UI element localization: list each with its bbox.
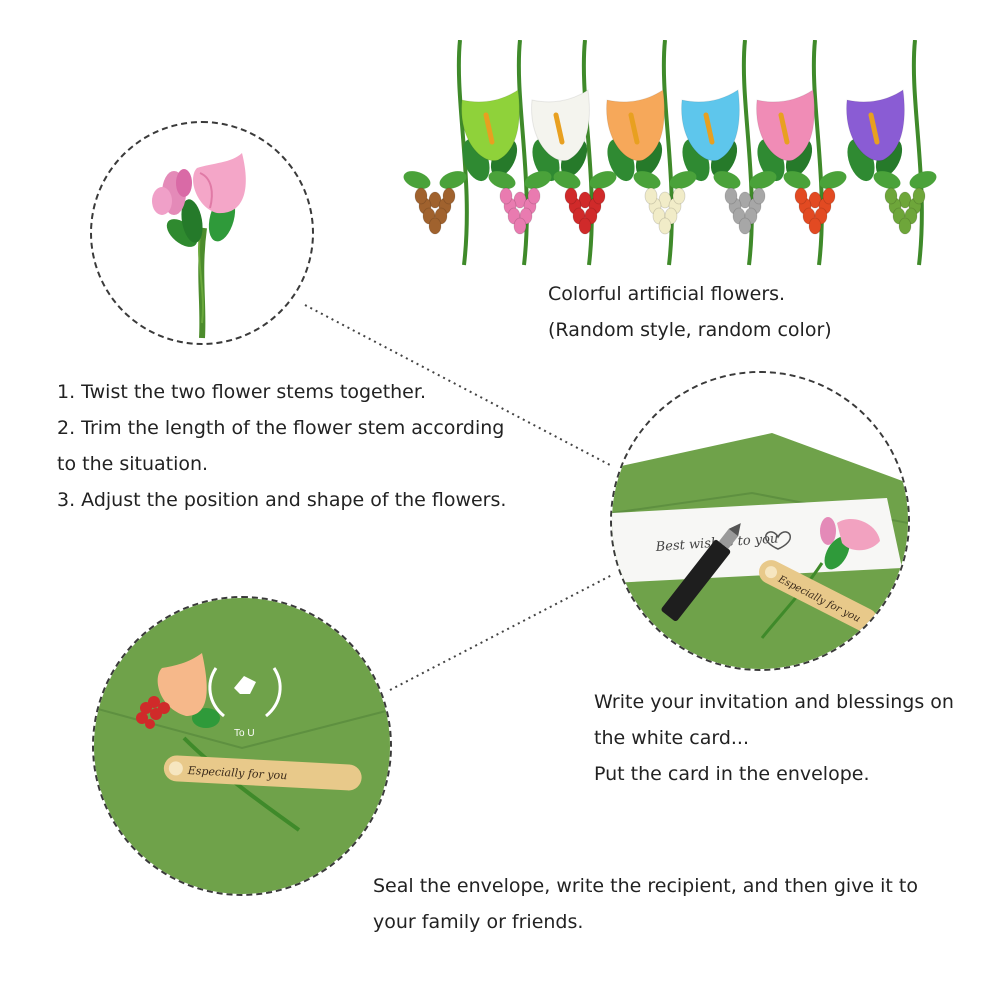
calla-flower <box>606 89 665 182</box>
flower-stem <box>456 40 469 266</box>
berry-cluster <box>403 171 467 235</box>
calla-flower <box>681 89 740 182</box>
flowers-caption-line1: Colorful artificial flowers. <box>548 283 786 305</box>
connector-line-bottom <box>389 574 613 691</box>
seal-caption-line2: your family or friends. <box>373 911 584 933</box>
berry-cluster <box>873 171 937 235</box>
flower-stem <box>516 40 529 266</box>
flowers-caption: Colorful artificial flowers. (Random sty… <box>548 276 832 348</box>
step-2: 2. Trim the length of the flower stem ac… <box>57 417 505 439</box>
flower-strip-photo <box>400 40 960 270</box>
seal-caption: Seal the envelope, write the recipient, … <box>373 868 918 940</box>
step-2-continued: to the situation. <box>57 453 209 475</box>
sealed-envelope-circle: To U Especially for you <box>92 596 392 896</box>
envelope-to-text: To U <box>234 728 255 739</box>
single-flower-illustration <box>152 153 246 339</box>
flower-stem <box>661 40 674 266</box>
card-caption: Write your invitation and blessings on t… <box>594 684 954 792</box>
calla-flower <box>461 89 520 182</box>
flower-stem <box>741 40 754 266</box>
card-envelope-illustration: Best wishes to you Especially for you <box>612 373 908 669</box>
flower-strip-svg <box>403 40 937 266</box>
berry-cluster <box>553 171 617 235</box>
card-caption-line3: Put the card in the envelope. <box>594 763 870 785</box>
red-berries <box>136 696 170 729</box>
card-envelope-circle: Best wishes to you Especially for you <box>610 371 910 671</box>
calla-flower <box>531 89 590 182</box>
flower-stem <box>911 40 924 266</box>
seal-caption-line1: Seal the envelope, write the recipient, … <box>373 875 918 897</box>
step-3: 3. Adjust the position and shape of the … <box>57 489 507 511</box>
flowers-caption-line2: (Random style, random color) <box>548 319 832 341</box>
dove-icon <box>234 676 256 694</box>
envelope-tag-text: Especially for you <box>186 764 287 782</box>
flower-stem <box>811 40 824 266</box>
berry-cluster <box>633 171 697 235</box>
step-1: 1. Twist the two flower stems together. <box>57 381 426 403</box>
berry-cluster <box>713 171 777 235</box>
card-caption-line1: Write your invitation and blessings on <box>594 691 954 713</box>
flower-stem <box>581 40 594 266</box>
sealed-envelope-illustration: To U Especially for you <box>94 598 390 894</box>
calla-flower <box>756 89 815 182</box>
wreath-emblem <box>208 667 282 718</box>
single-flower-circle <box>90 121 314 345</box>
card-caption-line2: the white card... <box>594 727 750 749</box>
calla-flower <box>846 89 905 182</box>
assembly-steps: 1. Twist the two flower stems together. … <box>57 374 506 518</box>
berry-cluster <box>488 171 552 235</box>
berry-cluster <box>783 171 847 235</box>
